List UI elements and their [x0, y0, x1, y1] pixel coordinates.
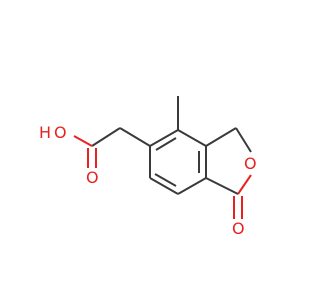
molecule-diagram: H O O O O	[39, 96, 257, 238]
lactone-bond-ch2-o	[235, 127, 252, 153]
lactone-bond-c3a-ch2	[205, 127, 237, 147]
sidechain-bond-c5-ch2	[119, 127, 151, 147]
ring-bond-c5-c4	[149, 129, 179, 147]
ring-bond-c7a-c7	[177, 177, 207, 195]
lactone-bond-o-c1	[237, 174, 252, 195]
lactone-bond-c1-c7a	[205, 177, 239, 195]
sidechain-bond-ch2-cooh	[91, 127, 121, 147]
ring-bond-c7-c6-inner	[154, 173, 177, 187]
acid-carbonyl-oxygen-label: O	[86, 168, 99, 187]
ring-bond-c4-c3a	[177, 129, 207, 147]
ring-bond-c5-c4-inner	[155, 137, 177, 151]
acid-hydroxyl-bond	[73, 135, 93, 147]
lactone-carbonyl-oxygen-label: O	[232, 219, 245, 238]
ring-bond-c7-c6	[149, 177, 179, 195]
ring-oxygen-label: O	[244, 154, 257, 173]
hydroxyl-oxygen-label: O	[54, 123, 67, 142]
hydroxyl-hydrogen-label: H	[39, 123, 51, 142]
